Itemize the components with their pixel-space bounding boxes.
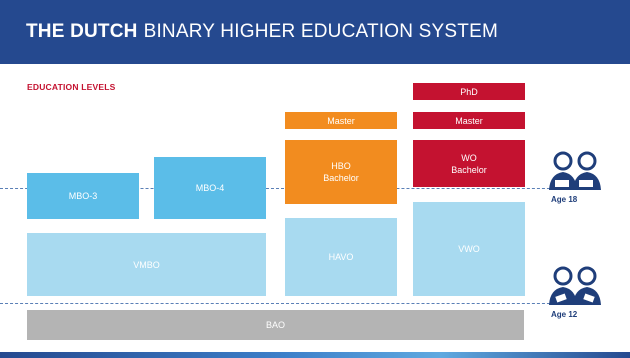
vmbo-block: VMBO: [27, 233, 266, 296]
wo-master-label: Master: [455, 115, 483, 126]
havo-label: HAVO: [328, 252, 354, 262]
mbo-4-label: MBO-4: [195, 183, 225, 193]
vwo-label: VWO: [458, 244, 480, 254]
age-12-line: [0, 303, 560, 304]
hbo-bachelor-label: Bachelor: [323, 173, 359, 183]
students-icon: [549, 151, 601, 190]
wo-master-block: Master: [413, 112, 525, 129]
wo-label: WO: [461, 152, 477, 163]
mbo-3-label: MBO-3: [68, 191, 98, 201]
education-levels-label: EDUCATION LEVELS: [27, 82, 116, 92]
havo-block: HAVO: [285, 218, 397, 296]
bao-label: BAO: [265, 320, 285, 330]
students-icon: [549, 266, 601, 305]
hbo-master-label: Master: [327, 115, 355, 126]
bao-block: BAO: [27, 310, 524, 340]
vmbo-label: VMBO: [133, 259, 160, 270]
wo-bachelor-block: WO Bachelor: [413, 140, 525, 187]
age-18-line: [0, 188, 560, 189]
age-18-label: Age 18: [551, 195, 578, 204]
vwo-block: VWO: [413, 202, 525, 296]
wo-phd-label: PhD: [460, 86, 478, 97]
hbo-bachelor-block: HBO Bachelor: [285, 140, 397, 204]
age-12-label: Age 12: [551, 310, 578, 319]
hbo-master-block: Master: [285, 112, 397, 129]
title-rest: BINARY HIGHER EDUCATION SYSTEM: [143, 21, 498, 42]
bottom-bar: [0, 352, 630, 358]
mbo-3-block: MBO-3: [27, 173, 139, 219]
wo-phd-block: PhD: [413, 83, 525, 100]
hbo-label: HBO: [331, 161, 351, 171]
title-bold: THE DUTCH: [26, 21, 138, 42]
mbo-4-block: MBO-4: [154, 157, 266, 219]
wo-bachelor-label: Bachelor: [451, 164, 487, 175]
